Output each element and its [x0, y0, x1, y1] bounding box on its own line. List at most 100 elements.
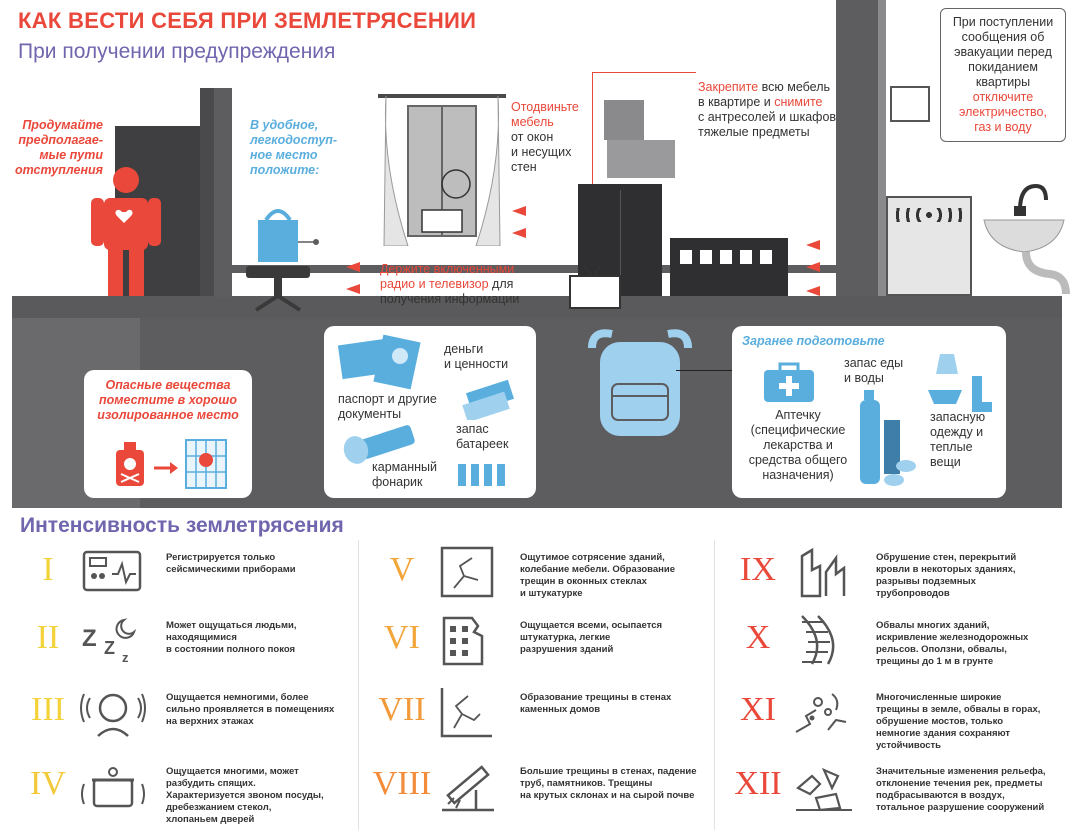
first-aid-kit-icon: [764, 362, 814, 402]
intensity-level-description: Ощутимое сотрясение зданий,колебание меб…: [520, 552, 700, 600]
description-line: в состоянии полного покоя: [166, 644, 296, 655]
intensity-level-number: I: [42, 551, 54, 588]
falling-pipe-icon: [442, 765, 494, 812]
description-line: трещины до 1 м в грунте: [876, 656, 994, 667]
description-line: трещины в земле, обвалы в горах,: [876, 704, 1041, 715]
fasten-note: Закрепите всю мебель в квартире и снимит…: [698, 80, 837, 139]
description-line: каменных домов: [520, 704, 601, 715]
description-line: Многочисленные широкие: [876, 692, 1002, 703]
radio-note: Держите включенными радио и телевизор дл…: [380, 262, 520, 306]
description-line: разрывы подземных: [876, 576, 976, 587]
svg-text:z: z: [122, 650, 129, 665]
description-line: Обвалы многих зданий,: [876, 620, 990, 631]
furniture-note: Отодвиньте мебель от окон и несущих стен: [511, 100, 579, 174]
description-line: Может ощущаться людьми,: [166, 620, 297, 631]
arrow-2: [346, 284, 360, 294]
box-bottom: [607, 140, 675, 178]
wardrobe-door-line: [620, 190, 621, 290]
intensity-level-number: V: [389, 551, 415, 588]
description-line: Регистрируется только: [166, 552, 276, 563]
description-line: Значительные изменения рельефа,: [876, 766, 1046, 777]
column-divider-1: [358, 540, 359, 830]
intensity-title: Интенсивность землетрясения: [20, 514, 344, 537]
clothes-icon: [928, 354, 992, 412]
prep-title: Заранее подготовьте: [742, 334, 885, 348]
description-line: трубопроводов: [876, 588, 950, 599]
batteries-icon: [458, 464, 510, 486]
description-line: на верхних этажах: [166, 716, 254, 727]
poster-subtitle: При получении предупреждения: [18, 40, 336, 63]
intensity-level-description: Значительные изменения рельефа,отклонени…: [876, 766, 1056, 814]
description-line: штукатурка, легкие: [520, 632, 611, 643]
stove-knobs: [894, 208, 964, 222]
cracked-window-icon: [440, 546, 494, 598]
fasten-pointer-v: [592, 72, 593, 188]
intensity-level-number: VI: [384, 619, 420, 656]
description-line: рельсов. Оползни, обвалы,: [876, 644, 1007, 655]
ground-cracks-icon: [795, 693, 847, 733]
description-line: сейсмическими приборами: [166, 564, 296, 575]
description-line: на крутых склонах и на сырой почве: [520, 790, 695, 801]
intensity-level-number: IX: [740, 551, 776, 588]
intensity-level-number: X: [745, 619, 771, 656]
svg-text:Z: Z: [104, 638, 115, 658]
description-line: Ощущается всеми, осыпается: [520, 620, 663, 631]
description-line: Ощущается немногими, более: [166, 692, 309, 703]
wall-block: [836, 0, 878, 296]
poster-title: КАК ВЕСТИ СЕБЯ ПРИ ЗЕМЛЕТРЯСЕНИИ: [18, 8, 477, 33]
intensity-level-number: VII: [378, 691, 426, 728]
description-line: тотальное разрушение сооружений: [876, 802, 1045, 813]
box-top: [604, 100, 644, 140]
intensity-level-number: II: [36, 619, 60, 656]
description-line: колебание мебели. Образование: [520, 564, 676, 575]
fasten-pointer: [592, 72, 696, 73]
description-line: устойчивость: [876, 740, 942, 751]
window-icon: [378, 94, 506, 246]
bag-on-chair-icon: [246, 209, 319, 312]
description-line: Ощутимое сотрясение зданий,: [520, 552, 665, 563]
pot-icon: [81, 767, 145, 808]
description-line: Большие трещины в стенах, падение: [520, 766, 697, 777]
head-vibration-icon: [80, 693, 146, 737]
description-line: находящимися: [166, 632, 237, 643]
description-line: немногие здания сохраняют: [876, 728, 1011, 739]
description-line: Образование трещины в стенах: [520, 692, 672, 703]
poison-icon: [116, 439, 227, 489]
description-line: трещин в оконных стеклах: [520, 576, 647, 587]
arrow-7: [806, 286, 820, 296]
cracked-wall-icon: [440, 688, 492, 738]
description-line: отклонение течения рек, предметы: [876, 778, 1043, 789]
description-line: искривление железнодорожных: [876, 632, 1029, 643]
pipe: [878, 0, 886, 296]
cash-icon: [462, 379, 515, 420]
description-line: Обрушение стен, перекрытий: [876, 552, 1017, 563]
seismograph-icon: [82, 550, 142, 592]
description-line: и штукатурке: [520, 588, 583, 599]
switch-panel: [890, 86, 930, 122]
intensity-level-number: IV: [30, 765, 66, 802]
floor-line: [12, 296, 1062, 318]
arrow-3: [512, 206, 526, 216]
intensity-level-number: VIII: [372, 765, 432, 802]
intensity-level-number: XI: [740, 691, 776, 728]
bed: [670, 238, 788, 296]
sink-icon: [983, 183, 1070, 295]
description-line: Характеризуется звоном посуды,: [166, 790, 324, 801]
